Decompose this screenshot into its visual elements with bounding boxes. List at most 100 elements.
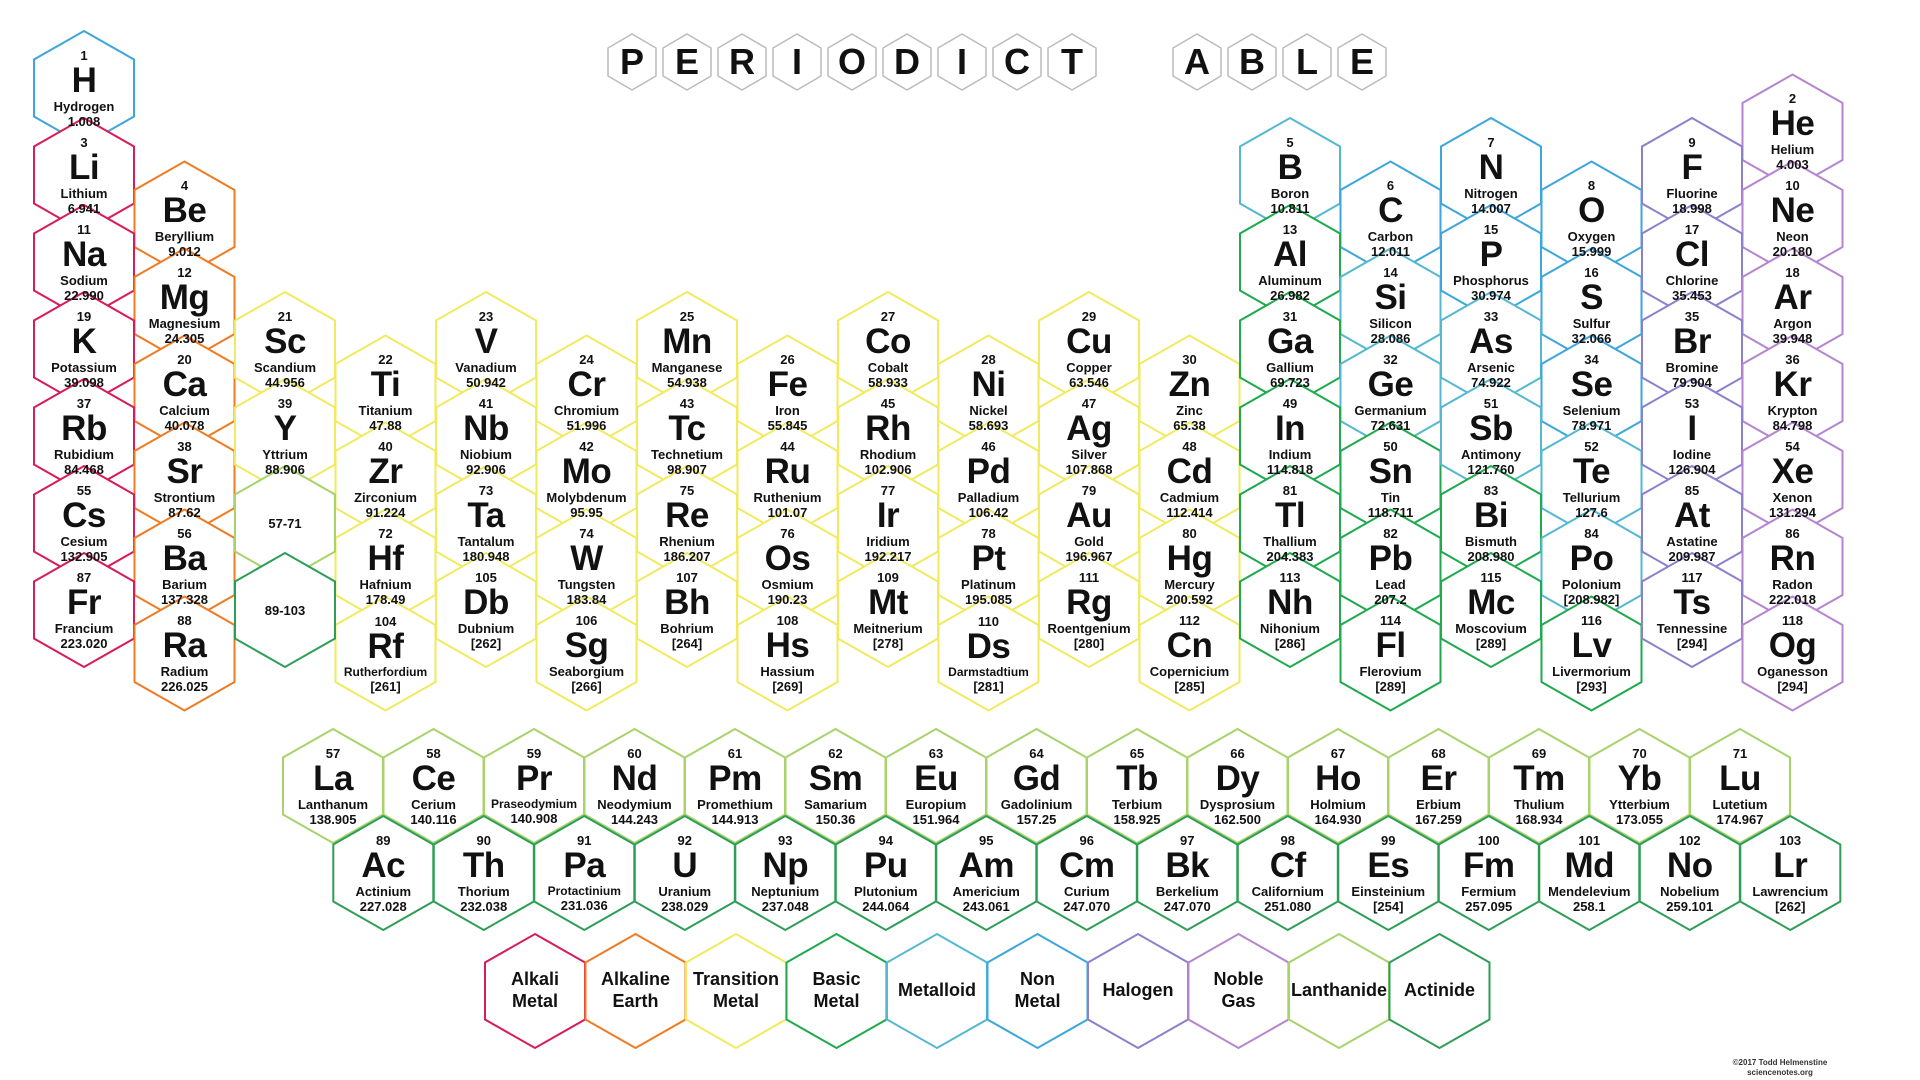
title-letter-hex — [882, 33, 932, 91]
element-symbol: Ac — [361, 845, 406, 885]
element-name: Neon — [1776, 229, 1809, 244]
element-name: Oxygen — [1567, 229, 1616, 244]
element-name: Polonium — [1561, 577, 1622, 592]
atomic-mass: 26.982 — [1270, 287, 1310, 303]
atomic-mass: 150.36 — [815, 811, 856, 827]
element-name: Chromium — [554, 403, 619, 418]
atomic-mass: 30.974 — [1471, 287, 1511, 303]
element-symbol: Am — [958, 845, 1015, 885]
element-name: Europium — [905, 796, 967, 812]
atomic-mass: 231.036 — [560, 898, 608, 913]
atomic-number: 95 — [979, 832, 994, 848]
element-symbol: N — [1478, 147, 1504, 187]
element-name: Tin — [1380, 490, 1401, 505]
atomic-number: 113 — [1279, 569, 1301, 585]
element-name: Boron — [1270, 185, 1310, 201]
element-symbol: Li — [68, 147, 100, 187]
atomic-number: 94 — [878, 832, 893, 848]
element-name: Sulfur — [1572, 316, 1611, 331]
atomic-number: 26 — [780, 352, 795, 367]
atomic-number: 60 — [627, 745, 642, 761]
atomic-number: 118 — [1782, 613, 1803, 628]
atomic-number: 112 — [1179, 613, 1200, 628]
element-name: Thorium — [457, 883, 510, 899]
element-symbol: Kr — [1773, 365, 1812, 404]
element-name: Cerium — [411, 796, 456, 812]
atomic-mass: 162.500 — [1214, 811, 1261, 827]
element-symbol: V — [474, 321, 498, 361]
legend-transition: Transition Metal — [686, 934, 786, 1048]
element-name: Zirconium — [354, 490, 417, 505]
element-name: Silicon — [1369, 316, 1412, 331]
atomic-mass: 207.2 — [1374, 592, 1407, 607]
atomic-number: 114 — [1380, 613, 1401, 628]
element-hex-lu — [1689, 727, 1791, 845]
element-symbol: Po — [1569, 539, 1614, 578]
atomic-mass: 28.086 — [1370, 331, 1411, 346]
element-symbol: Co — [865, 321, 911, 361]
element-symbol: Au — [1066, 495, 1112, 535]
atomic-mass: 237.048 — [761, 898, 809, 914]
element-symbol: Sc — [264, 321, 306, 361]
atomic-mass: 22.990 — [64, 287, 104, 303]
element-name: Meitnerium — [853, 620, 923, 636]
placeholder-range: 57-71 — [268, 515, 302, 531]
atomic-number: 13 — [1282, 221, 1298, 237]
element-symbol: Yb — [1617, 758, 1662, 798]
element-name: Antimony — [1461, 446, 1521, 462]
atomic-mass: 167.259 — [1415, 811, 1462, 827]
element-name: Berkelium — [1155, 883, 1219, 899]
atomic-mass: 227.028 — [359, 898, 407, 914]
atomic-number: 3 — [80, 134, 88, 150]
element-symbol: Md — [1564, 845, 1615, 885]
atomic-mass: 107.868 — [1065, 461, 1113, 477]
element-name: Iridium — [866, 533, 910, 549]
legend-label: Halogen — [1102, 980, 1174, 1001]
atomic-number: 115 — [1480, 569, 1502, 585]
element-symbol: Sm — [808, 758, 863, 798]
atomic-number: 2 — [1788, 91, 1797, 106]
legend-hex-actinide — [1388, 932, 1491, 1050]
atomic-number: 8 — [1587, 178, 1596, 193]
element-hex-mt — [837, 551, 939, 669]
atomic-mass: 1.008 — [67, 113, 101, 129]
element-name: Scandium — [253, 359, 317, 375]
element-symbol: At — [1674, 495, 1710, 535]
atomic-mass: [280] — [1073, 635, 1105, 651]
element-hex-og — [1741, 595, 1844, 712]
atomic-mass: 186.207 — [663, 548, 711, 564]
atomic-number: 117 — [1681, 569, 1703, 585]
element-name: Vanadium — [455, 359, 517, 375]
atomic-number: 7 — [1487, 134, 1495, 150]
atomic-mass: [269] — [772, 679, 803, 694]
title-letter-hex — [1172, 33, 1222, 91]
atomic-number: 79 — [1081, 482, 1097, 498]
legend-noble: Noble Gas — [1189, 934, 1289, 1048]
element-name: Gadolinium — [1000, 796, 1073, 812]
atomic-number: 90 — [476, 832, 491, 848]
title-letter: D — [894, 41, 920, 82]
element-name: Curium — [1064, 883, 1110, 899]
element-symbol: Pd — [966, 452, 1011, 491]
element-name: Gold — [1074, 533, 1104, 549]
atomic-mass: 72.631 — [1370, 418, 1411, 433]
